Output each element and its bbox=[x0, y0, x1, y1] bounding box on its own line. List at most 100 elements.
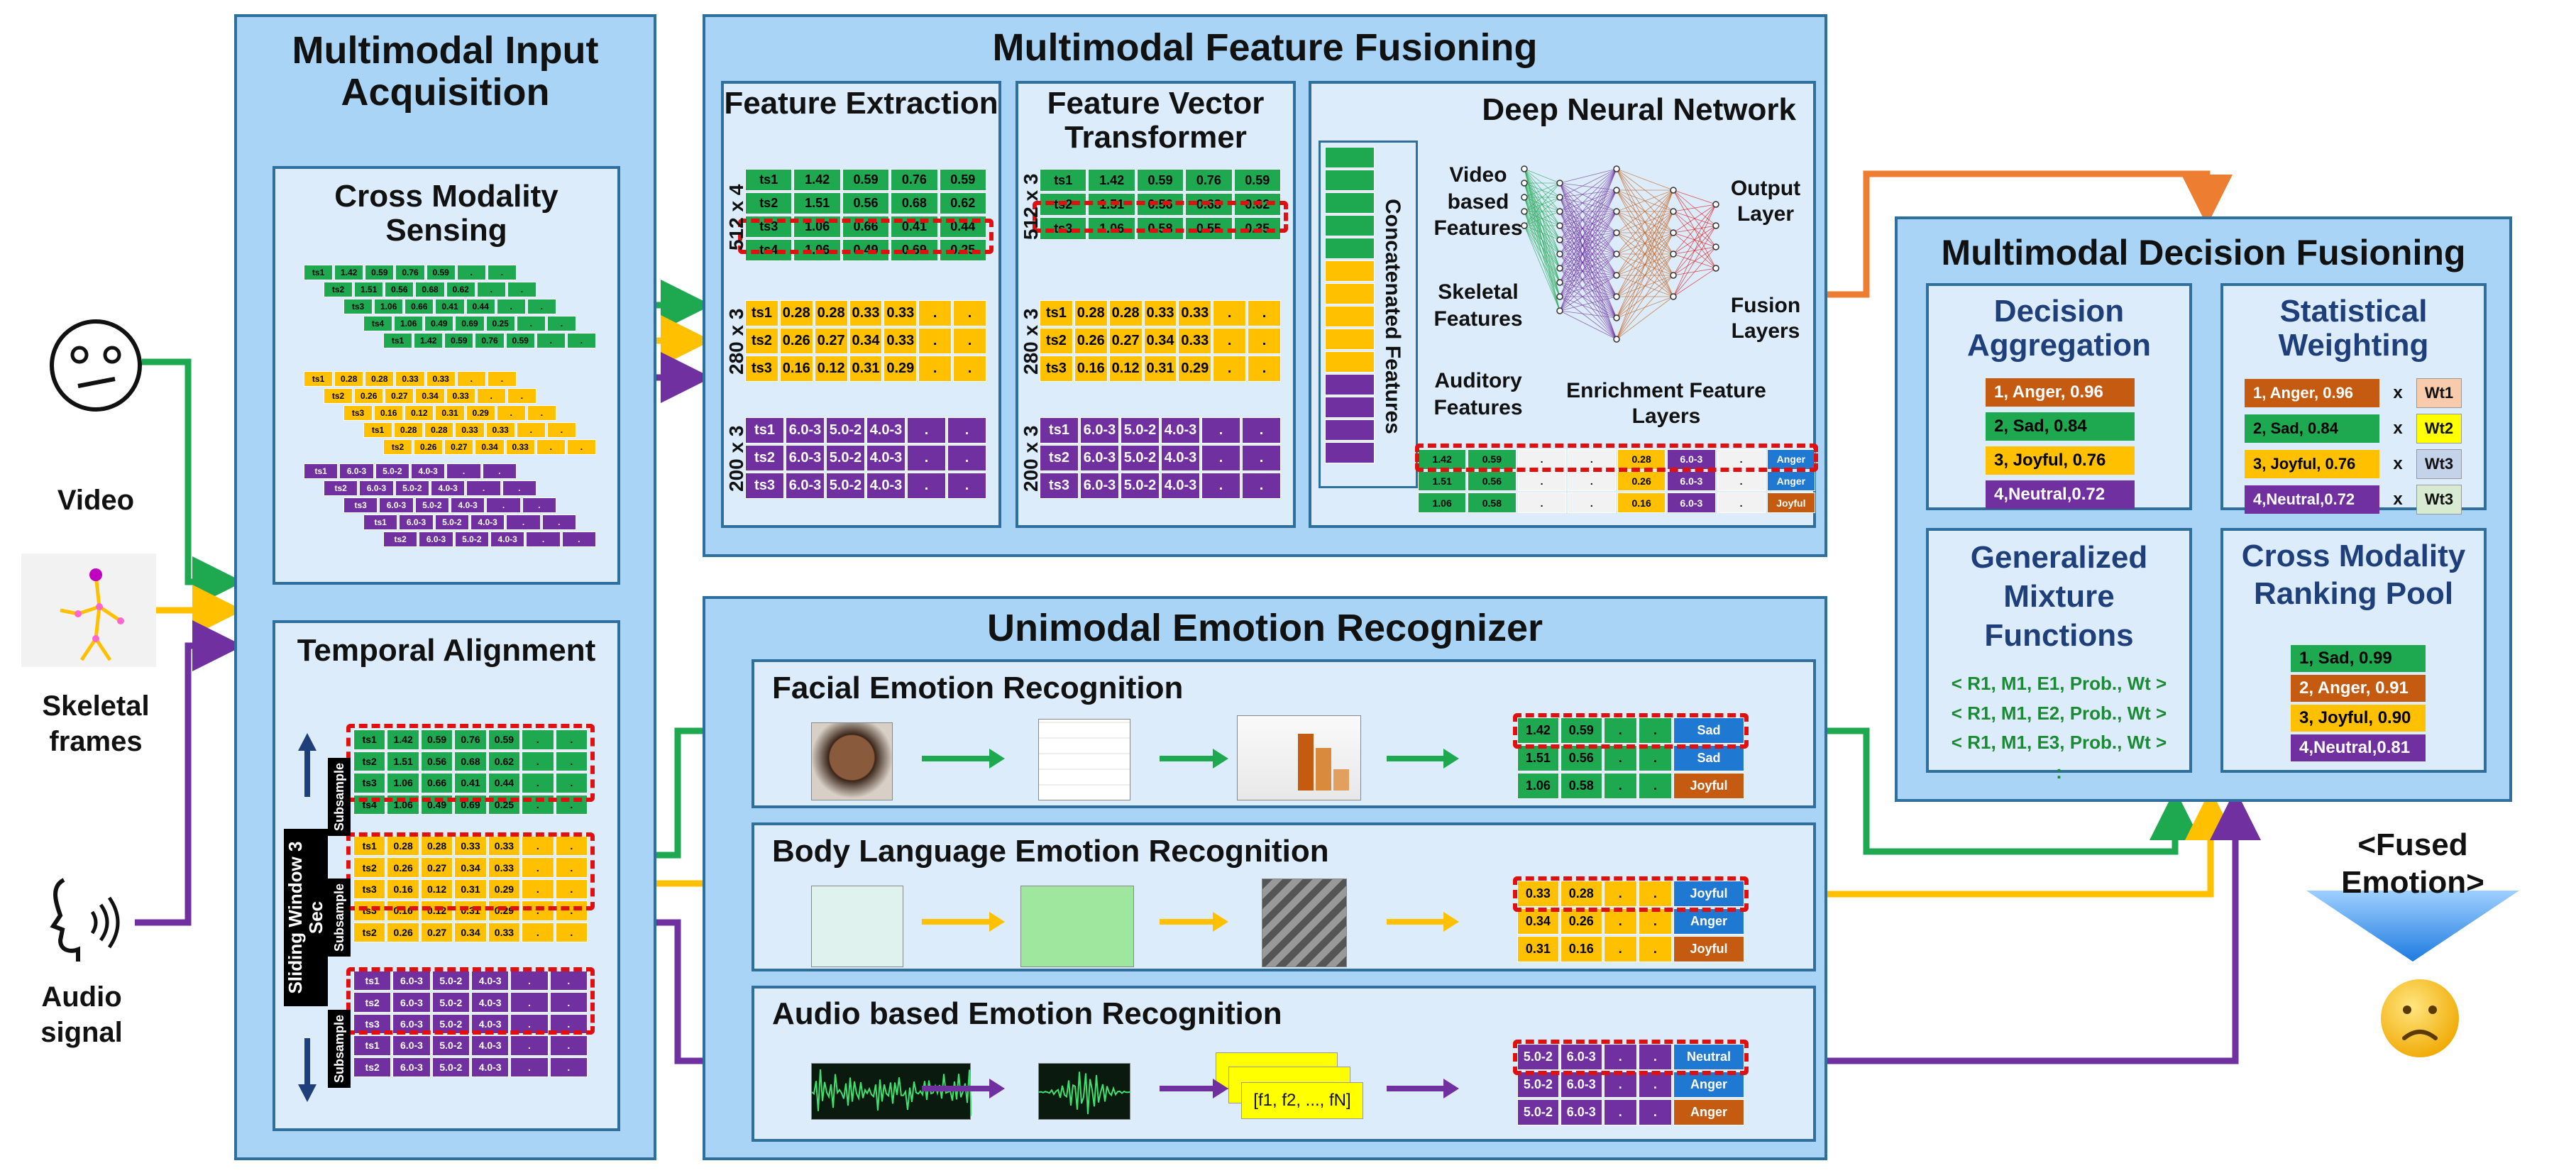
emotion-label-cell: Anger bbox=[1767, 471, 1815, 492]
table-cell: 1.42 bbox=[793, 169, 840, 191]
dimension-label: 200 x 3 bbox=[1020, 426, 1042, 492]
table-cell: 0.59 bbox=[1234, 169, 1281, 192]
green-feature-table: ts11.420.590.760.59.. bbox=[383, 333, 596, 348]
yellow-feature-table: ts10.280.280.330.33..ts20.260.270.340.33… bbox=[745, 300, 986, 382]
statistical-weighting-box: Statistical Weighting 1, Anger, 0.96xWt1… bbox=[2220, 283, 2487, 510]
selection-highlight bbox=[1033, 201, 1288, 233]
concat-cell bbox=[1325, 419, 1375, 441]
table-cell: ts1 bbox=[1040, 169, 1086, 192]
table-cell: 0.33 bbox=[395, 371, 424, 387]
table-cell: 6.0-3 bbox=[1667, 492, 1715, 513]
table-cell: . bbox=[556, 923, 588, 942]
table-cell: ts2 bbox=[1040, 445, 1079, 471]
subsample-tag: Subsample bbox=[328, 1010, 351, 1088]
yellow-feature-table: ts10.280.280.330.33..ts20.260.270.340.33… bbox=[1040, 300, 1281, 382]
table-cell: ts1 bbox=[745, 169, 792, 191]
table-cell: 0.28 bbox=[1074, 300, 1108, 326]
table-cell: . bbox=[483, 463, 517, 479]
table-cell: ts2 bbox=[383, 532, 417, 547]
decision-panel-title: Multimodal Decision Fusioning bbox=[1898, 233, 2509, 272]
feature-extraction-title: Feature Extraction bbox=[724, 87, 998, 121]
table-cell: . bbox=[477, 282, 506, 297]
table-cell: 6.0-3 bbox=[359, 480, 393, 496]
selection-highlight bbox=[738, 219, 993, 254]
concatenated-features-label: Concatenated Features bbox=[1376, 150, 1404, 483]
table-cell: ts3 bbox=[343, 405, 373, 421]
dnn-output-table: 1.420.59..0.286.0-3.Anger1.510.56..0.266… bbox=[1418, 449, 1815, 520]
ranking-list: 1, Sad, 0.992, Anger, 0.913, Joyful, 0.9… bbox=[2291, 648, 2426, 761]
temporal-alignment-title: Temporal Alignment bbox=[275, 634, 617, 668]
dimension-label: 280 x 3 bbox=[725, 309, 748, 375]
table-cell: ts1 bbox=[383, 333, 412, 348]
table-cell: 0.29 bbox=[1178, 356, 1211, 382]
table-cell: 0.12 bbox=[404, 405, 434, 421]
table-cell: 6.0-3 bbox=[1667, 471, 1715, 492]
table-cell: 0.31 bbox=[1144, 356, 1177, 382]
concat-cell bbox=[1325, 351, 1375, 373]
table-cell: 4.0-3 bbox=[471, 1057, 509, 1077]
concat-cell bbox=[1325, 170, 1375, 191]
table-cell: . bbox=[510, 1035, 548, 1055]
purple-feature-table: ts26.0-35.0-24.0-3.. bbox=[383, 532, 596, 547]
feature-extraction-box: Feature Extraction ts11.420.590.760.59ts… bbox=[721, 81, 1001, 528]
decision-aggregation-title: Decision Aggregation bbox=[1929, 294, 2189, 363]
decision-fusioning-panel: Multimodal Decision Fusioning Decision A… bbox=[1895, 216, 2512, 802]
table-cell: 0.33 bbox=[849, 300, 883, 326]
feature-vector-title: Feature Vector Transformer bbox=[1018, 87, 1293, 155]
weighted-item: 3, Joyful, 0.76 bbox=[2245, 450, 2379, 478]
table-cell: . bbox=[1248, 356, 1281, 382]
table-cell: 0.59 bbox=[940, 169, 986, 191]
table-cell: . bbox=[1518, 471, 1566, 492]
table-cell: . bbox=[907, 445, 946, 471]
table-cell: 0.56 bbox=[842, 192, 889, 214]
table-cell: . bbox=[457, 265, 486, 280]
weighted-item: 2, Sad, 0.84 bbox=[2245, 414, 2379, 443]
table-cell: . bbox=[947, 473, 986, 499]
weight-cell: Wt1 bbox=[2416, 378, 2462, 408]
unimodal-recognizer-panel: Unimodal Emotion Recognizer Facial Emoti… bbox=[703, 596, 1827, 1160]
table-cell: 0.26 bbox=[387, 923, 419, 942]
table-cell: 0.28 bbox=[1109, 300, 1143, 326]
table-cell: ts1 bbox=[745, 417, 784, 444]
table-cell: 4.0-3 bbox=[431, 480, 465, 496]
table-cell: 0.68 bbox=[415, 282, 444, 297]
staggered-tables: ts11.420.590.760.59.. ts21.510.560.680.62… bbox=[290, 265, 609, 577]
selection-highlight bbox=[346, 967, 595, 1035]
table-cell: . bbox=[1213, 300, 1246, 326]
mixture-formula-line: < R1, M1, E1, Prob., Wt > bbox=[1929, 669, 2189, 699]
yellow-feature-table: ts20.260.270.340.33.. bbox=[324, 388, 536, 404]
table-cell: 0.31 bbox=[849, 356, 883, 382]
green-feature-table: ts21.510.560.680.62.. bbox=[324, 282, 536, 297]
table-cell: . bbox=[536, 439, 566, 455]
table-cell: 4.0-3 bbox=[1161, 417, 1200, 444]
ranking-item: 4,Neutral,0.81 bbox=[2291, 734, 2426, 761]
table-cell: . bbox=[517, 316, 546, 331]
table-cell: 6.0-3 bbox=[419, 532, 453, 547]
mixture-formula-line: < R1, M1, E3, Prob., Wt > bbox=[1929, 728, 2189, 758]
table-cell: . bbox=[488, 371, 517, 387]
table-cell: ts2 bbox=[745, 192, 792, 214]
table-cell: 5.0-2 bbox=[455, 532, 489, 547]
table-cell: . bbox=[446, 463, 480, 479]
table-cell: ts2 bbox=[383, 439, 412, 455]
table-cell: 0.33 bbox=[506, 439, 535, 455]
table-cell: . bbox=[477, 388, 506, 404]
table-cell: 0.59 bbox=[506, 333, 535, 348]
table-cell: . bbox=[486, 497, 520, 513]
table-cell: 1.42 bbox=[1088, 169, 1135, 192]
concat-cell bbox=[1325, 192, 1375, 214]
table-cell: . bbox=[947, 445, 986, 471]
table-cell: 1.51 bbox=[354, 282, 383, 297]
table-cell: 0.16 bbox=[1617, 492, 1666, 513]
table-cell: ts2 bbox=[324, 282, 353, 297]
multiply-sign: x bbox=[2389, 454, 2406, 474]
feature-vector-transformer-box: Feature Vector Transformer ts11.420.590.… bbox=[1015, 81, 1296, 528]
table-cell: 4.0-3 bbox=[1161, 473, 1200, 499]
dimension-label: 512 x 4 bbox=[725, 185, 748, 250]
yellow-feature-table: ts20.260.270.340.33.. bbox=[383, 439, 596, 455]
table-cell: 0.26 bbox=[1074, 328, 1108, 354]
table-cell: . bbox=[1201, 417, 1240, 444]
cross-modality-sensing-box: Cross Modality Sensing ts11.420.590.760.… bbox=[273, 166, 620, 585]
table-cell: . bbox=[1213, 356, 1246, 382]
table-cell: ts1 bbox=[1040, 417, 1079, 444]
